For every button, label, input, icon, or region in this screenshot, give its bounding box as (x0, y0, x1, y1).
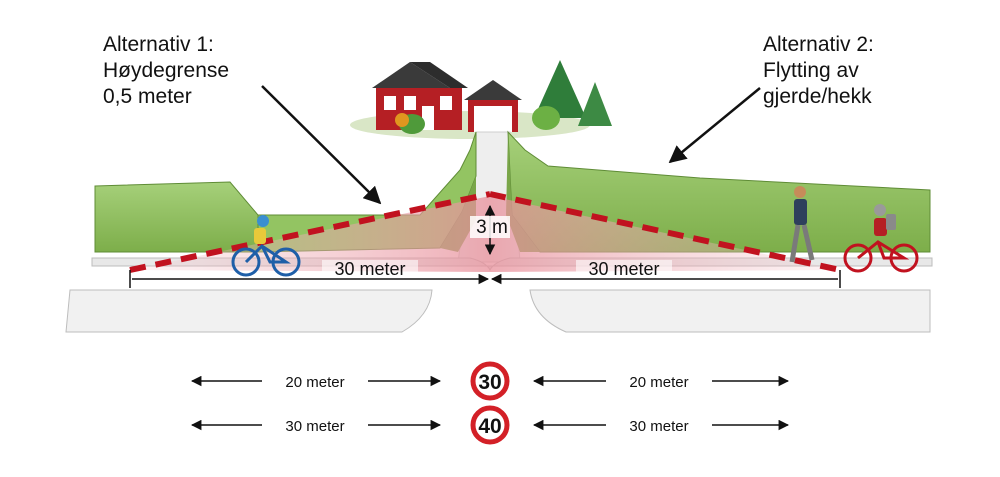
speed-row-left-distance: 30 meter (285, 418, 344, 435)
left-distance-label: 30 meter (334, 259, 405, 279)
alt2-title: Alternativ 2: (763, 33, 874, 56)
cyclist-icon (843, 204, 919, 273)
alt2-arrow (668, 87, 761, 164)
sight-line-left (129, 191, 491, 273)
speed-row-right-distance: 30 meter (629, 418, 688, 435)
speed-sign-icon: 40 (470, 405, 510, 445)
alternative-2-label: Alternativ 2: Flytting av gjerde/hekk (763, 32, 874, 110)
cyclist-icon (231, 215, 301, 277)
alt1-title: Alternativ 1: (103, 33, 214, 56)
alt2-line3: gjerde/hekk (763, 85, 872, 108)
alt1-arrow (261, 85, 382, 205)
alt1-line2: Høydegrense (103, 59, 230, 82)
pedestrian-icon (789, 186, 815, 263)
background-property (350, 60, 612, 139)
speed-value: 40 (478, 415, 501, 438)
speed-value: 30 (478, 371, 501, 394)
garage-icon (464, 80, 522, 132)
speed-row-left-distance: 20 meter (285, 374, 344, 391)
speed-sign-icon: 30 (470, 361, 510, 401)
speed-row-40: 30 meter 40 30 meter (190, 405, 790, 445)
alt1-line3: 0,5 meter (103, 85, 192, 108)
alt2-line2: Flytting av (763, 59, 859, 82)
sight-line-right (489, 191, 841, 273)
right-distance-label: 30 meter (588, 259, 659, 279)
speed-row-right-distance: 20 meter (629, 374, 688, 391)
speed-row-30: 20 meter 30 20 meter (190, 361, 790, 401)
tree-icon (395, 60, 612, 134)
height-label: 3 m (476, 217, 508, 238)
alternative-1-label: Alternativ 1: Høydegrense 0,5 meter (103, 32, 229, 110)
